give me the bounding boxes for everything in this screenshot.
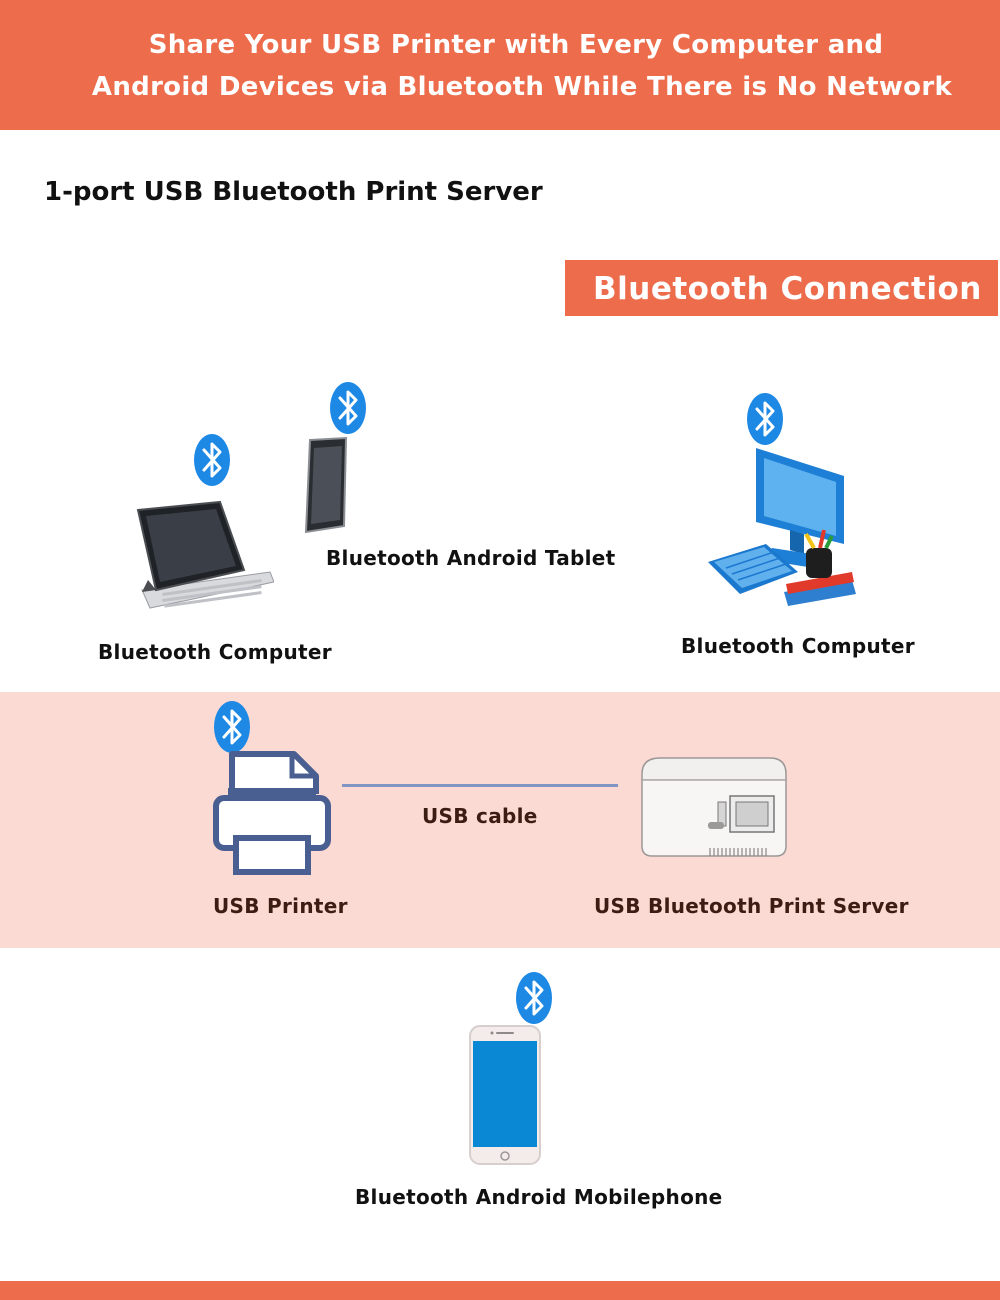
bluetooth-icon — [214, 701, 250, 753]
mobile-phone-label: Bluetooth Android Mobilephone — [355, 1185, 723, 1209]
bluetooth-connection-tag: Bluetooth Connection — [565, 260, 998, 316]
android-tablet-icon — [304, 436, 348, 534]
tablet-keyboard-icon — [136, 500, 274, 609]
header-banner: Share Your USB Printer with Every Comput… — [0, 0, 1000, 130]
bluetooth-icon — [516, 972, 552, 1024]
usb-printer-label: USB Printer — [213, 894, 348, 918]
print-server-icon — [641, 757, 787, 857]
laptop-computer-label: Bluetooth Computer — [98, 640, 332, 664]
bluetooth-icon — [330, 382, 366, 434]
header-title-line-1: Share Your USB Printer with Every Comput… — [148, 30, 884, 60]
footer-bar — [0, 1281, 1000, 1300]
bluetooth-icon — [747, 393, 783, 445]
desktop-computer-icon — [708, 448, 856, 606]
product-subtitle: 1-port USB Bluetooth Print Server — [44, 177, 543, 207]
bluetooth-icon — [194, 434, 230, 486]
smartphone-icon — [469, 1025, 541, 1165]
usb-cable-label: USB cable — [422, 804, 538, 828]
print-server-label: USB Bluetooth Print Server — [594, 894, 909, 918]
printer-icon — [213, 751, 331, 875]
desktop-computer-label: Bluetooth Computer — [681, 634, 915, 658]
header-title-line-2: Android Devices via Bluetooth While Ther… — [91, 72, 953, 102]
android-tablet-label: Bluetooth Android Tablet — [326, 546, 616, 570]
usb-cable-line — [342, 784, 618, 787]
usb-connection-band — [0, 692, 1000, 948]
